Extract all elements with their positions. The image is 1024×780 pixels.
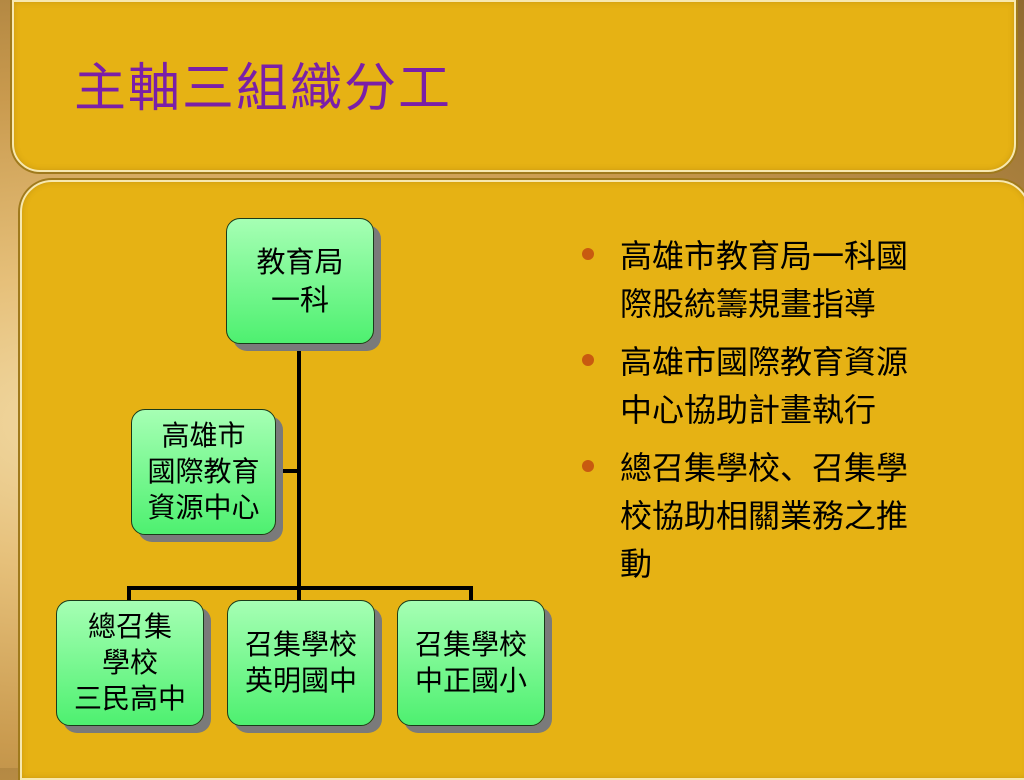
slide-title: 主軸三組織分工 <box>74 59 453 119</box>
bullet-text: 總召集學校、召集學校協助相關業務之推動 <box>620 449 909 583</box>
node-resource-center: 高雄市 國際教育 資源中心 <box>131 409 276 535</box>
bullet-dot-icon <box>582 354 594 366</box>
bullet-item: 高雄市國際教育資源中心協助計畫執行 <box>580 338 920 434</box>
bullet-item: 高雄市教育局一科國際股統籌規畫指導 <box>580 232 920 328</box>
node-line: 教育局 <box>256 245 344 279</box>
node-line: 中正國小 <box>414 664 527 697</box>
bullet-list: 高雄市教育局一科國際股統籌規畫指導 高雄市國際教育資源中心協助計畫執行 總召集學… <box>580 232 920 598</box>
node-line: 資源中心 <box>147 491 260 524</box>
node-education-bureau: 教育局 一科 <box>226 218 374 344</box>
node-zhongzheng-elementary: 召集學校 中正國小 <box>397 600 545 726</box>
node-line: 國際教育 <box>147 455 260 488</box>
node-line: 召集學校 <box>244 628 357 661</box>
bullet-text: 高雄市國際教育資源中心協助計畫執行 <box>620 343 909 429</box>
node-line: 英明國中 <box>244 664 357 697</box>
node-line: 高雄市 <box>161 419 246 452</box>
bullet-dot-icon <box>582 248 594 260</box>
node-sanmin-high: 總召集 學校 三民高中 <box>56 600 204 726</box>
bullet-dot-icon <box>582 460 594 472</box>
node-yingming-junior: 召集學校 英明國中 <box>227 600 375 726</box>
bullet-item: 總召集學校、召集學校協助相關業務之推動 <box>580 444 920 588</box>
bullet-text: 高雄市教育局一科國際股統籌規畫指導 <box>620 237 909 323</box>
node-line: 總召集 <box>87 610 172 643</box>
node-line: 一科 <box>270 283 329 317</box>
node-line: 召集學校 <box>414 628 527 661</box>
node-line: 學校 <box>101 646 158 679</box>
title-panel <box>12 0 1016 172</box>
node-line: 三民高中 <box>73 682 186 715</box>
